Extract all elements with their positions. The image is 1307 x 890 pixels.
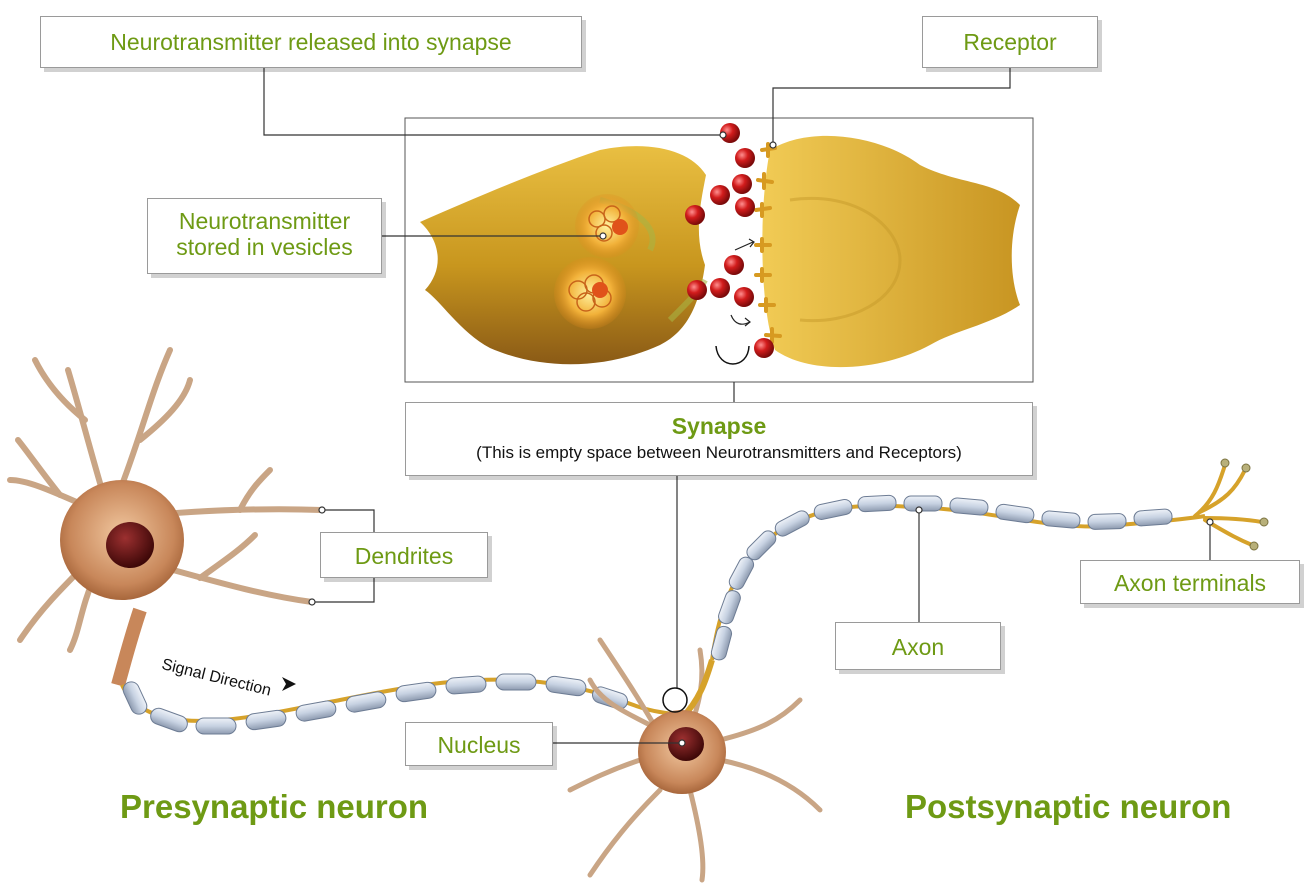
presynaptic-nucleus <box>106 522 154 568</box>
postsynaptic-nucleus <box>668 727 704 761</box>
postsynaptic-neuron <box>570 640 820 880</box>
signal-direction-arrow-icon <box>282 677 296 691</box>
neurotransmitter-released-label: Neurotransmitter released into synapse <box>40 16 582 68</box>
synapse-title: Synapse <box>406 413 1032 439</box>
axon-terminals-label: Axon terminals <box>1080 560 1300 604</box>
axon-terminals-text: Axon terminals <box>1114 570 1266 596</box>
dendrites-label: Dendrites <box>320 532 488 578</box>
axon-terminal-branches <box>1195 465 1262 545</box>
neurotransmitter-stored-label: Neurotransmitter stored in vesicles <box>147 198 382 274</box>
synapse-note: (This is empty space between Neurotransm… <box>406 443 1032 463</box>
vesicle <box>554 257 626 329</box>
synapse-label: Synapse (This is empty space between Neu… <box>405 402 1033 476</box>
presynaptic-neuron-title: Presynaptic neuron <box>120 788 428 826</box>
synapse-location-circle <box>663 688 687 712</box>
neurotransmitter-released-text: Neurotransmitter released into synapse <box>110 29 511 55</box>
receptor-label: Receptor <box>922 16 1098 68</box>
synapse-closeup <box>405 118 1033 382</box>
dendrites-text: Dendrites <box>355 543 453 569</box>
receptor-text: Receptor <box>963 29 1056 55</box>
nucleus-text: Nucleus <box>437 732 520 758</box>
neurotransmitter-stored-text: Neurotransmitter stored in vesicles <box>175 208 355 261</box>
axon-label: Axon <box>835 622 1001 670</box>
axon-text: Axon <box>892 634 944 660</box>
nucleus-label: Nucleus <box>405 722 553 766</box>
presynaptic-neuron <box>10 350 322 685</box>
postsynaptic-neuron-title: Postsynaptic neuron <box>905 788 1231 826</box>
